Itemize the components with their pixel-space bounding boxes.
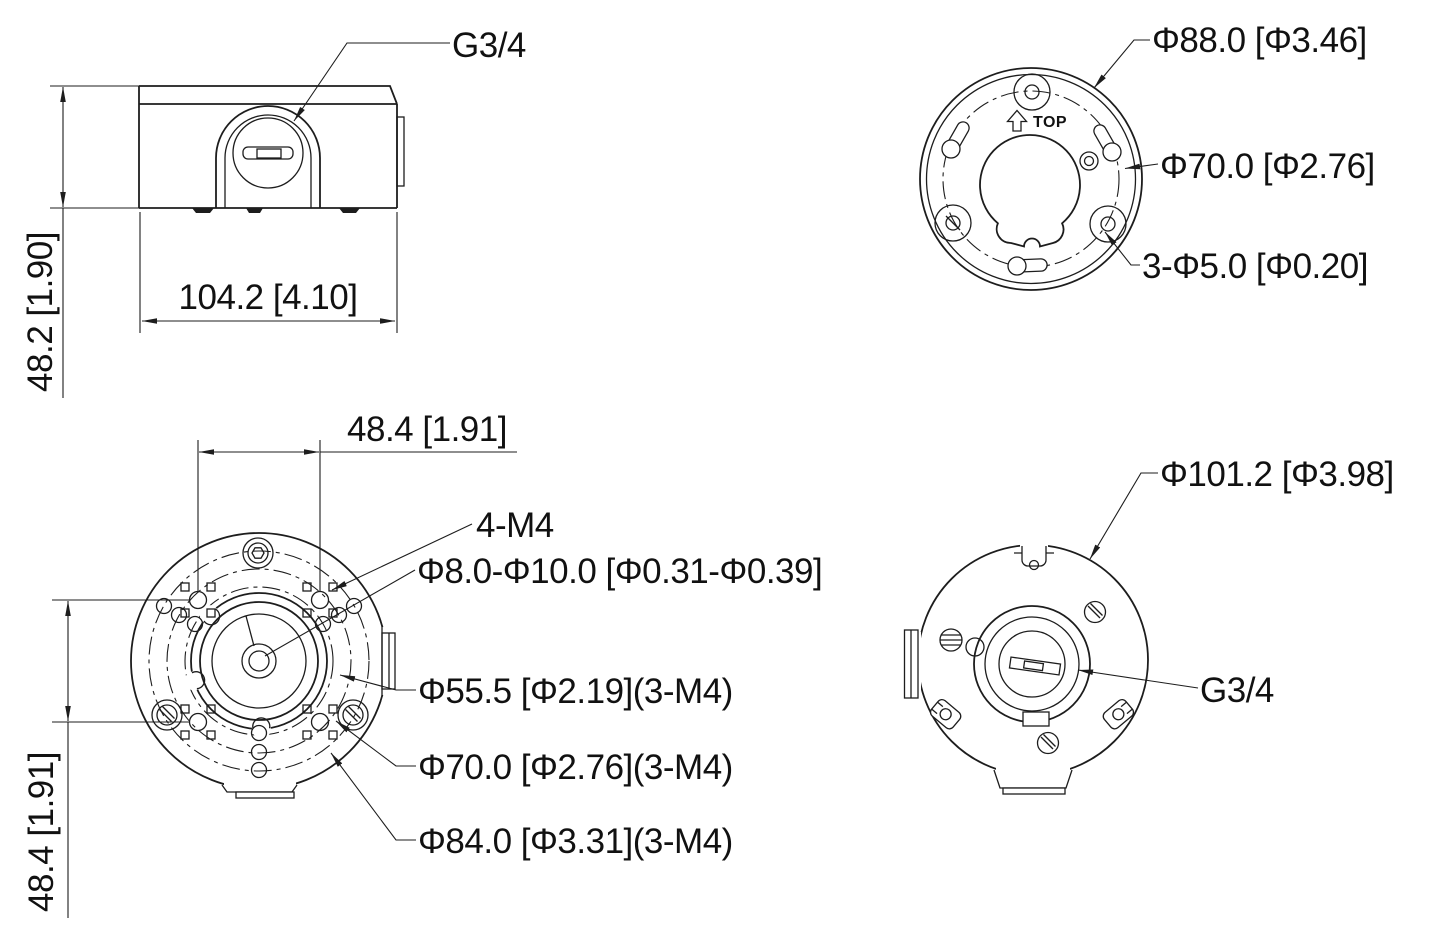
back-view: Φ101.2 [Φ3.98] G3/4 [903,455,1394,795]
camera-face-view: 48.4 [1.91] 48.4 [1.91] 4-M4 Φ8.0-Φ10.0 … [22,410,823,918]
screw-head-bottom-left [151,699,183,731]
conduit-slot-inner [256,148,282,159]
keyhole-slot-left [941,121,970,159]
keyhole-slot-bottom [1007,256,1048,276]
g34-leader [293,42,450,122]
h-spacing-label: 48.4 [1.91] [347,410,507,449]
back-screw-left [939,628,963,652]
top-label: TOP [1033,114,1067,131]
small-screw [1079,151,1099,171]
back-g34-leader [1077,669,1199,689]
circle2-label: Φ70.0 [Φ2.76](3-M4) [418,748,733,787]
v-spacing-extension-lines [52,599,189,723]
outer-dia-label: Φ88.0 [Φ3.46] [1152,21,1367,60]
m4-marker-top-left [180,582,216,618]
circle1-leader [339,674,416,691]
circle2-leader [335,720,416,767]
inner-dome-circle [199,601,319,721]
hub-mid [984,616,1080,712]
back-outer-dia-label: Φ101.2 [Φ3.98] [1160,455,1394,494]
mount-rim-circle [925,73,1137,285]
inner-circle [211,613,307,709]
back-outer-dia-leader [1089,472,1158,560]
m4-label: 4-M4 [476,506,554,545]
plate-notch-1 [203,608,221,626]
screw-hole-top [1013,73,1051,111]
back-screw-bottom [1036,731,1060,755]
m4-marker-bottom-left [180,704,216,740]
cable-dia-leader [264,569,416,657]
3m4-holes [155,597,363,779]
conduit-dome-inner [224,114,312,208]
width-extension-lines [139,212,398,333]
circle1-label: Φ55.5 [Φ2.19](3-M4) [418,672,733,711]
screw-holes-label: 3-Φ5.0 [Φ0.20] [1142,247,1368,286]
bolt-circle-70 [166,568,352,754]
back-clip-left [929,698,962,730]
back-bottom-foot [1002,787,1066,795]
m4-marker-bottom-right [302,704,338,740]
hub-inner [998,630,1066,698]
side-view: 48.2 [1.90] 104.2 [4.10] G3/4 [21,26,526,398]
mount-face-view: TOP Φ88.0 [Φ3.46] Φ70.0 [Φ2.76] 3-Φ5.0 [… [919,21,1375,291]
cable-hole-pointer [245,615,255,647]
conduit-slot [242,146,294,160]
hub-outer [973,605,1091,723]
back-small-hole [965,637,985,657]
cable-hole [248,650,270,672]
width-dim-label: 104.2 [4.10] [179,278,358,317]
h-spacing-extension-lines [197,440,321,591]
mount-outer-circle [919,67,1143,291]
plate-notch-3 [252,717,271,729]
conduit-dome-outer [215,105,321,208]
circle3-label: Φ84.0 [Φ3.31](3-M4) [418,822,733,861]
hub-bottom-tab [1022,711,1050,727]
back-top-notch [1021,546,1047,567]
bolt-circle-55 [184,586,334,736]
side-feet [192,208,360,213]
plate-notch-2 [191,671,206,690]
bolt-circle-84 [148,550,370,772]
side-top-edge [139,85,398,105]
cable-hole-ring [241,643,277,679]
circle3-leader [330,752,416,841]
g34-plug-slot [1008,656,1062,676]
screw-head-bottom-right [337,699,369,731]
top-arrow-icon [1006,109,1028,132]
side-mount-tab [396,116,405,187]
v-spacing-label: 48.4 [1.91] [22,752,61,912]
back-top-notch-hole [1028,559,1040,571]
outer-dia-leader [1093,39,1150,89]
back-clip-right [1102,698,1135,730]
mount-center-opening [979,134,1081,248]
g34-label: G3/4 [452,26,526,65]
height-dim-label: 48.2 [1.90] [21,232,60,392]
back-screw-top-right [1083,600,1107,624]
bolt-circle-label: Φ70.0 [Φ2.76] [1160,147,1375,186]
m4-leader [331,523,473,591]
camera-outer-circle [130,532,388,790]
screw-head-top [242,537,274,569]
cable-dia-label: Φ8.0-Φ10.0 [Φ0.31-Φ0.39] [417,552,822,591]
screw-holes-leader [1104,231,1140,266]
height-extension-lines [50,85,139,209]
conduit-cap [232,117,304,189]
bolt-circle-leader [1124,163,1159,170]
back-g34-label: G3/4 [1200,671,1274,710]
camera-bottom-foot [235,791,295,799]
mount-bolt-circle [942,90,1120,268]
keyhole-slot-right [1093,124,1122,162]
screw-hole-bottom-left [934,204,972,242]
